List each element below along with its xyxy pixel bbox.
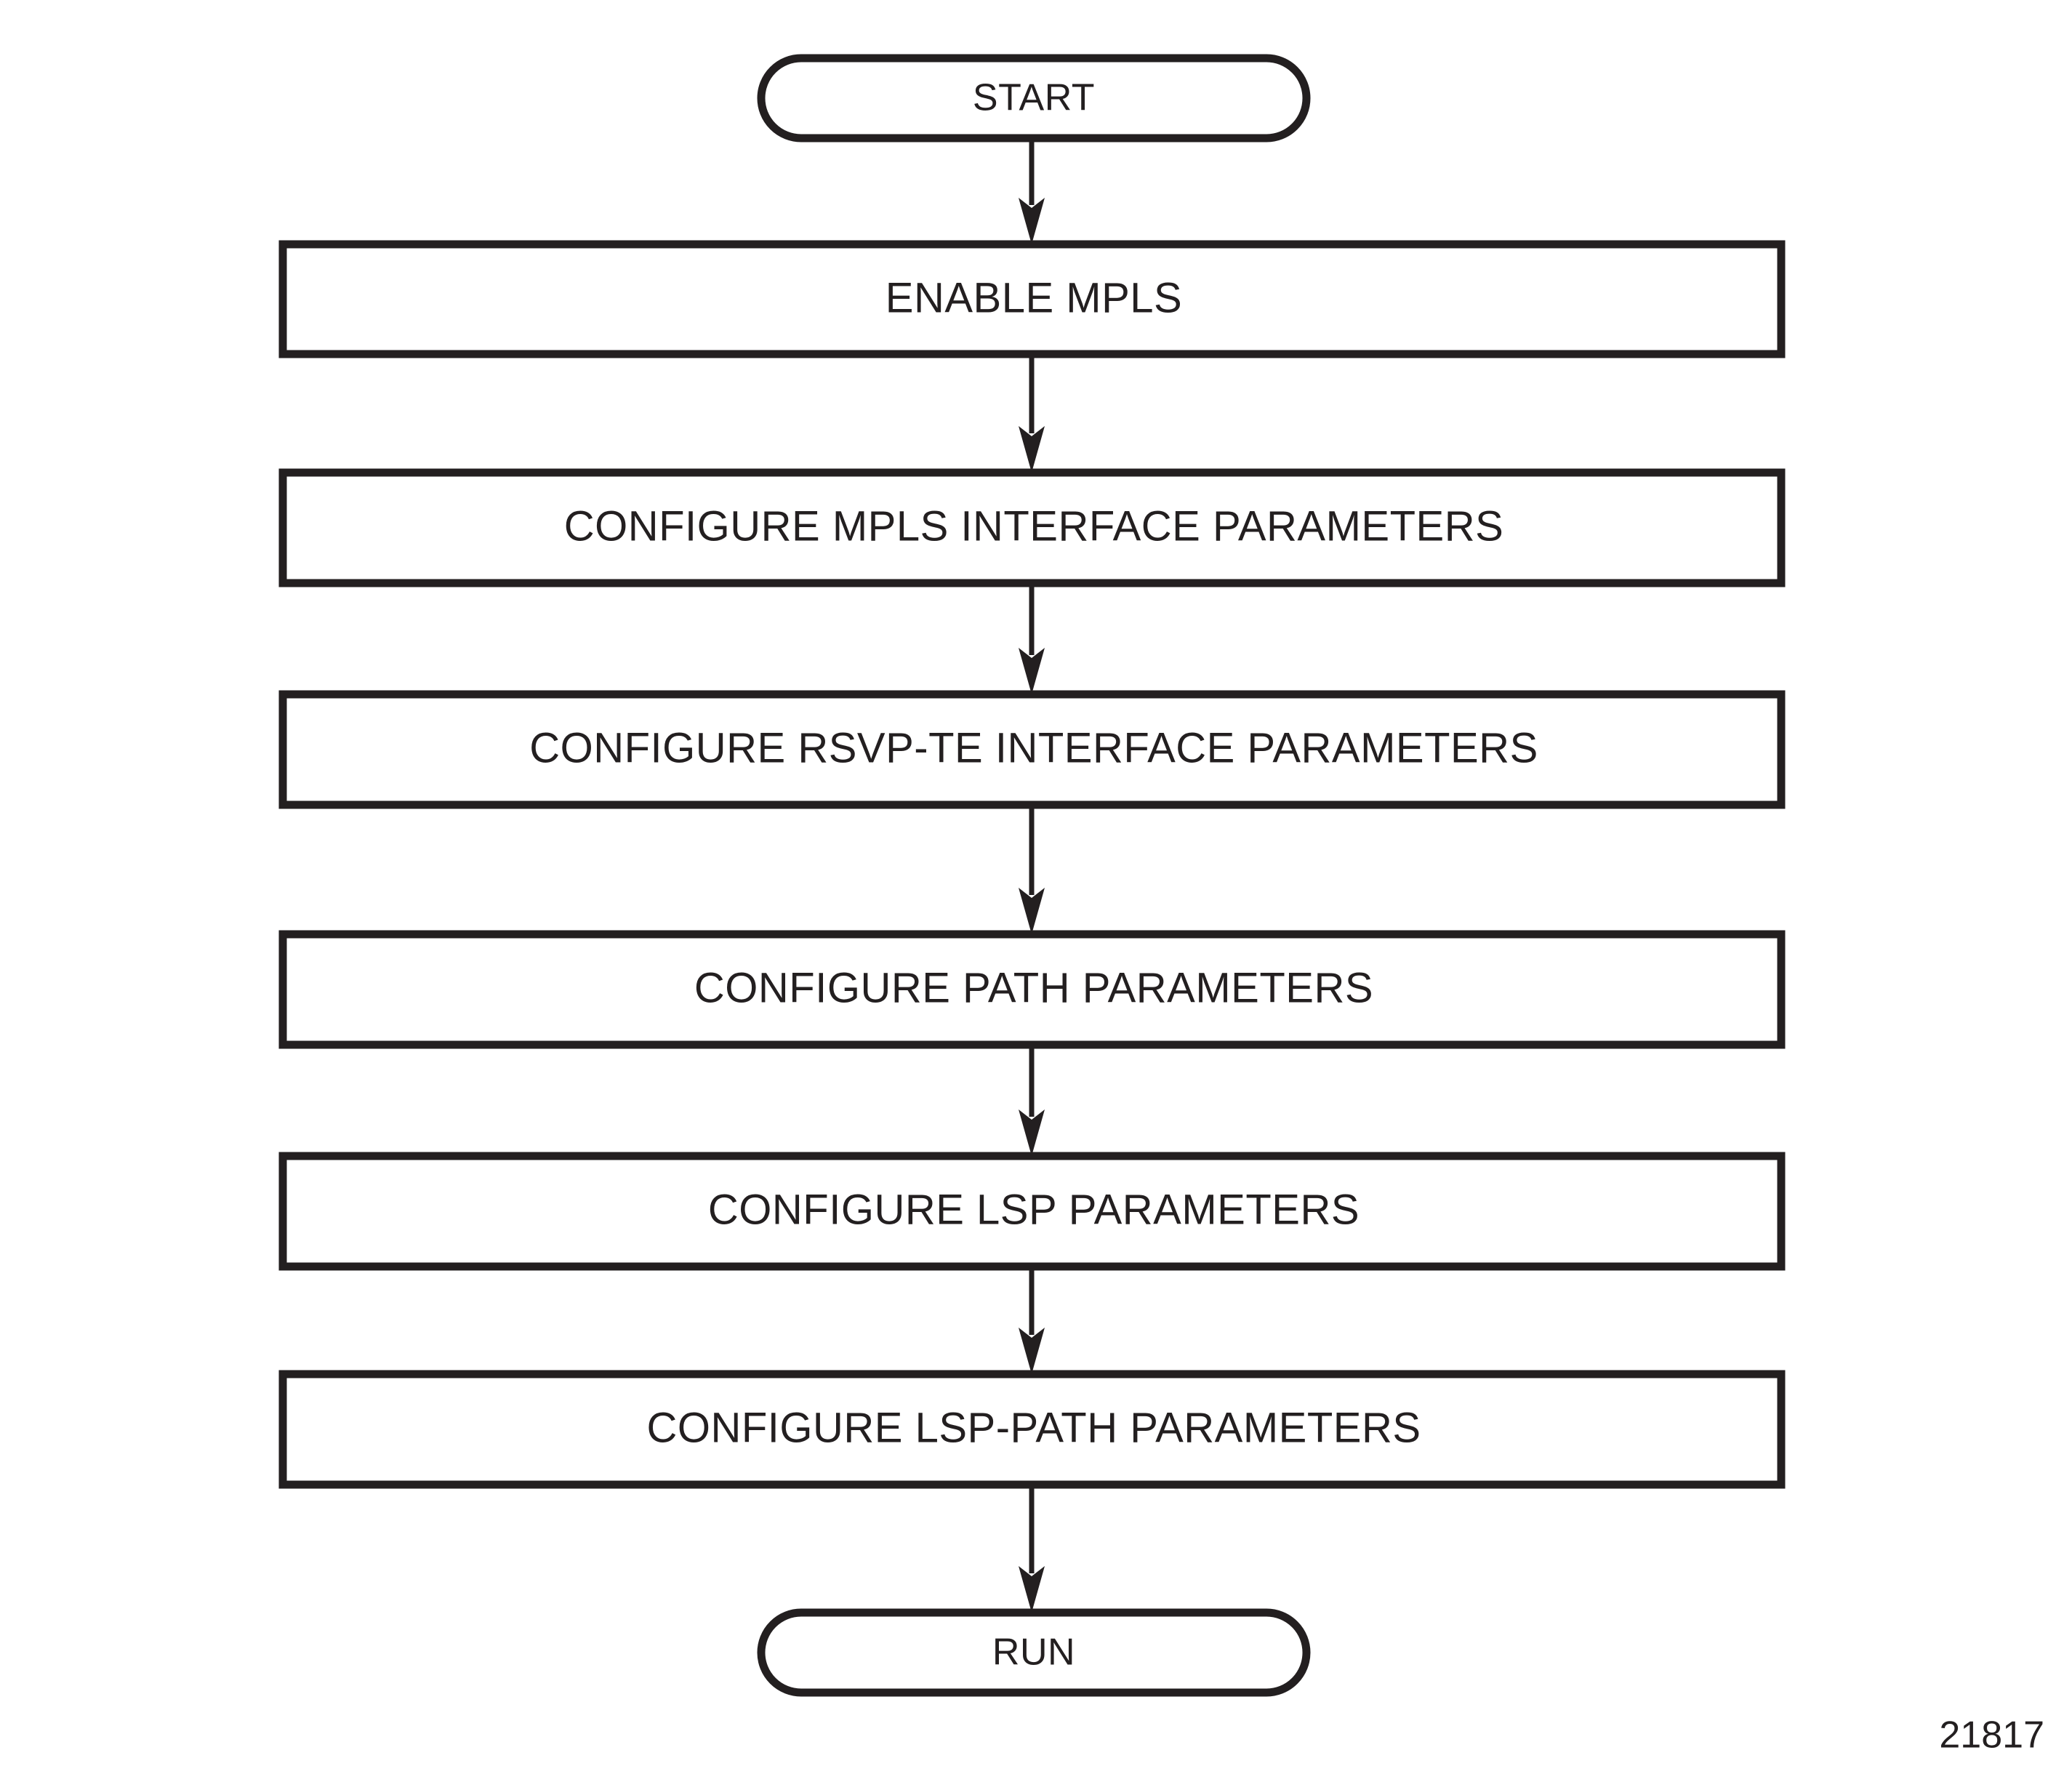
connector-path-params-to-lsp-params bbox=[1019, 1045, 1045, 1156]
node-run[interactable]: RUN bbox=[757, 1608, 1311, 1697]
node-start[interactable]: START bbox=[757, 54, 1311, 143]
arrow-head-icon bbox=[1019, 888, 1045, 934]
node-mpls-interface[interactable]: CONFIGURE MPLS INTERFACE PARAMETERS bbox=[278, 468, 1786, 587]
connector-rsvpte-interface-to-path-params bbox=[1019, 805, 1045, 934]
lsp-path-params-label: CONFIGURE LSP-PATH PARAMETERS bbox=[646, 1404, 1421, 1451]
figure-number: 21817 bbox=[1939, 1714, 2044, 1757]
connector-lsp-path-params-to-run bbox=[1019, 1485, 1045, 1613]
mpls-interface-label: CONFIGURE MPLS INTERFACE PARAMETERS bbox=[564, 502, 1504, 550]
arrow-head-icon bbox=[1019, 648, 1045, 694]
node-lsp-params[interactable]: CONFIGURE LSP PARAMETERS bbox=[278, 1152, 1786, 1271]
lsp-params-label: CONFIGURE LSP PARAMETERS bbox=[708, 1186, 1360, 1233]
enable-mpls-shape bbox=[278, 240, 1786, 358]
path-params-shape bbox=[278, 930, 1786, 1049]
arrow-head-icon bbox=[1019, 1566, 1045, 1613]
node-enable-mpls[interactable]: ENABLE MPLS bbox=[278, 240, 1786, 358]
lsp-params-shape bbox=[278, 1152, 1786, 1271]
connector-enable-mpls-to-mpls-interface bbox=[1019, 354, 1045, 473]
node-rsvpte-interface[interactable]: CONFIGURE RSVP-TE INTERFACE PARAMETERS bbox=[278, 690, 1786, 809]
arrow-head-icon bbox=[1019, 1109, 1045, 1156]
arrow-head-icon bbox=[1019, 198, 1045, 244]
connector-mpls-interface-to-rsvpte-interface bbox=[1019, 583, 1045, 694]
start-shape bbox=[757, 54, 1311, 143]
enable-mpls-label: ENABLE MPLS bbox=[886, 274, 1182, 321]
connector-lsp-params-to-lsp-path-params bbox=[1019, 1267, 1045, 1374]
mpls-interface-shape bbox=[278, 468, 1786, 587]
rsvpte-interface-label: CONFIGURE RSVP-TE INTERFACE PARAMETERS bbox=[529, 724, 1538, 771]
lsp-path-params-shape bbox=[278, 1370, 1786, 1489]
node-path-params[interactable]: CONFIGURE PATH PARAMETERS bbox=[278, 930, 1786, 1049]
path-params-label: CONFIGURE PATH PARAMETERS bbox=[694, 964, 1373, 1011]
node-lsp-path-params[interactable]: CONFIGURE LSP-PATH PARAMETERS bbox=[278, 1370, 1786, 1489]
run-shape bbox=[757, 1608, 1311, 1697]
rsvpte-interface-shape bbox=[278, 690, 1786, 809]
run-label: RUN bbox=[992, 1631, 1075, 1674]
arrow-head-icon bbox=[1019, 1328, 1045, 1374]
start-label: START bbox=[973, 77, 1095, 119]
connector-start-to-enable-mpls bbox=[1019, 138, 1045, 244]
arrow-head-icon bbox=[1019, 426, 1045, 473]
